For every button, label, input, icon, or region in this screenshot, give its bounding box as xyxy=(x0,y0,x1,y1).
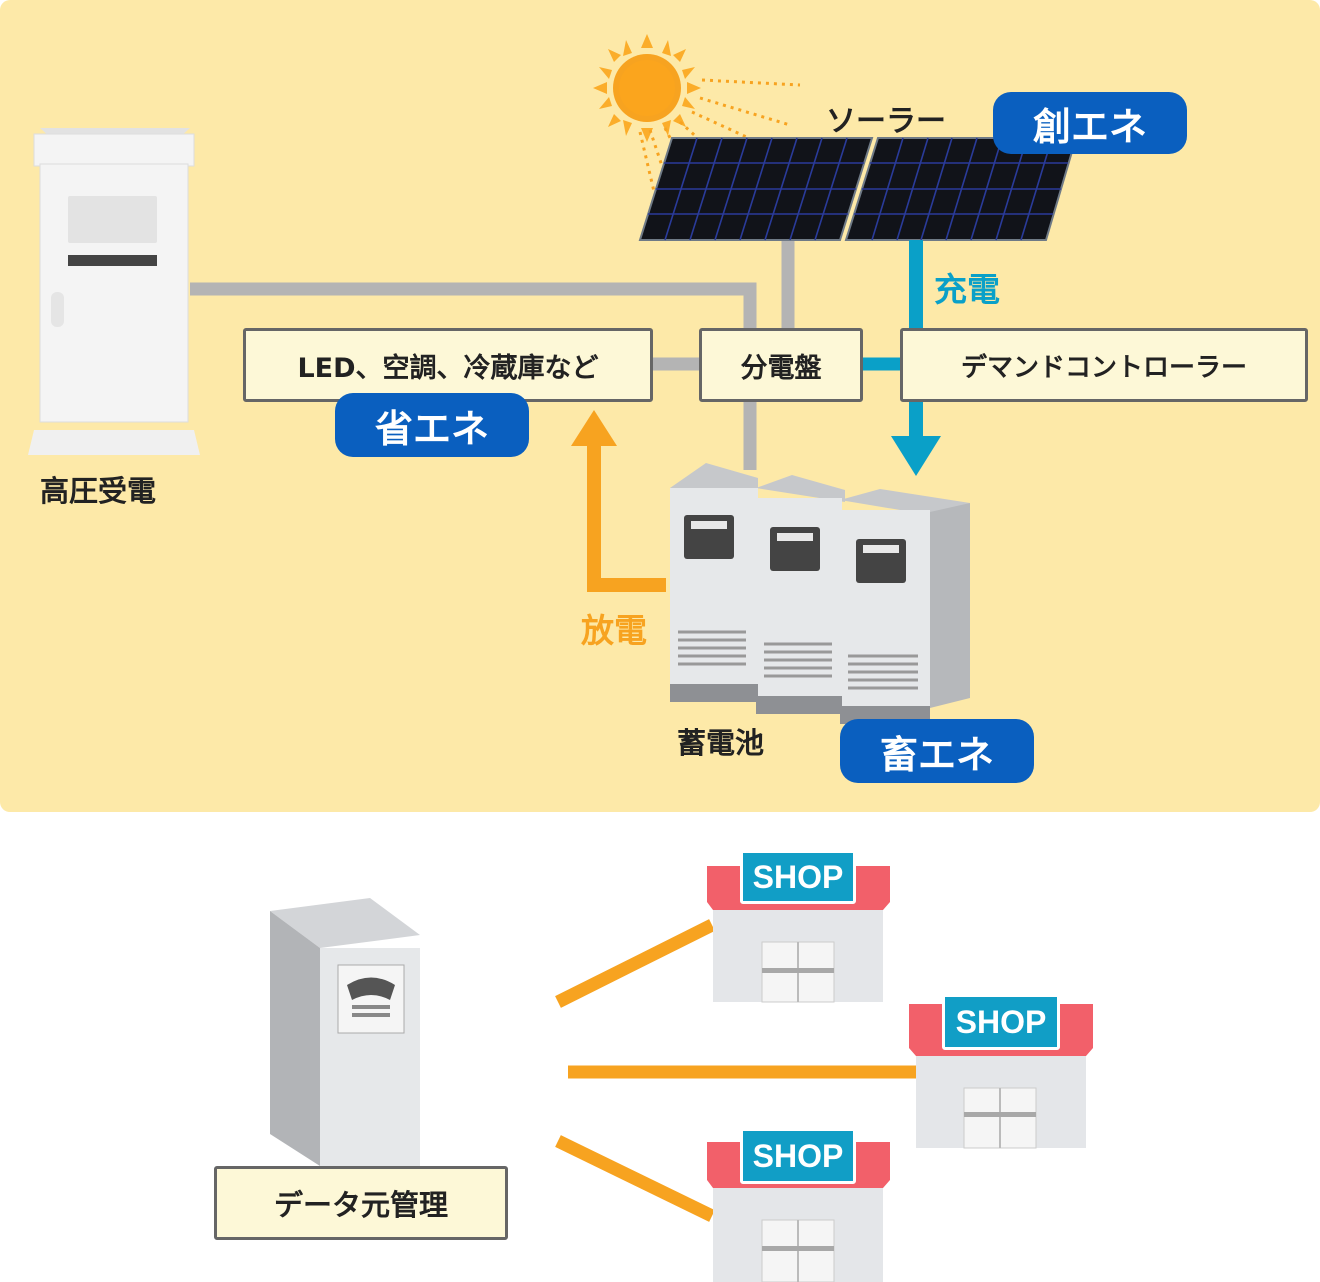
shop-sign: SHOP xyxy=(740,850,856,904)
save-energy-badge: 省エネ xyxy=(335,393,529,457)
high-voltage-cabinet-icon xyxy=(28,128,200,455)
solar-panel-icon xyxy=(638,137,1078,241)
battery-storage-icon xyxy=(670,463,970,724)
network-links xyxy=(555,919,918,1222)
sun-icon xyxy=(593,34,701,142)
charge-label: 充電 xyxy=(934,270,1000,309)
discharge-label: 放電 xyxy=(581,611,647,650)
shop-sign: SHOP xyxy=(740,1128,856,1184)
battery-label: 蓄電池 xyxy=(677,726,765,760)
appliances-box: LED、空調、冷蔵庫など xyxy=(243,328,653,402)
discharge-arrow xyxy=(571,410,666,592)
high-voltage-label: 高圧受電 xyxy=(40,474,157,508)
create-energy-badge: 創エネ xyxy=(993,92,1187,154)
solar-label: ソーラー xyxy=(826,104,946,139)
distribution-board-box: 分電盤 xyxy=(699,328,863,402)
demand-controller-box: デマンドコントローラー xyxy=(900,328,1308,402)
wiring-lines xyxy=(190,240,795,470)
store-energy-badge: 畜エネ xyxy=(840,719,1034,783)
shop-sign: SHOP xyxy=(942,994,1060,1050)
server-cabinet-icon xyxy=(270,898,420,1166)
data-management-box: データ元管理 xyxy=(214,1166,508,1240)
